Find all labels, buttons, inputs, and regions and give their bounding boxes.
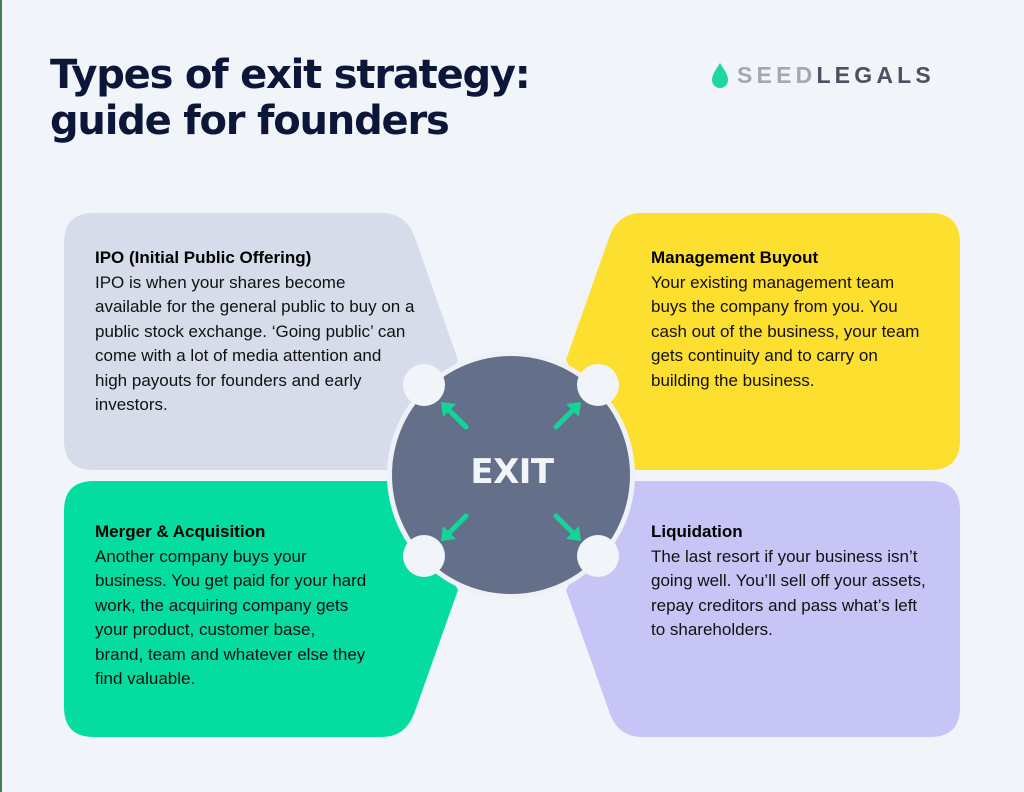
card-merger-acquisition-title: Merger & Acquisition — [95, 522, 266, 541]
card-management-buyout-body: Your existing management team buys the c… — [651, 272, 920, 390]
connector-dot-bottom-right — [577, 535, 619, 577]
card-liquidation-body: The last resort if your business isn’t g… — [651, 546, 926, 640]
panel-management-buyout — [566, 213, 960, 470]
card-ipo-body: IPO is when your shares become available… — [95, 272, 415, 415]
logo-wordmark: SEEDLEGALS — [737, 62, 935, 89]
card-liquidation-title: Liquidation — [651, 522, 743, 541]
page-title: Types of exit strategy: guide for founde… — [50, 52, 531, 144]
panel-ipo — [64, 213, 458, 470]
card-ipo-title: IPO (Initial Public Offering) — [95, 248, 312, 267]
connector-dot-bottom-left — [403, 535, 445, 577]
logo-seed-text: SEED — [737, 62, 817, 88]
card-management-buyout: Management Buyout Your existing manageme… — [651, 246, 933, 393]
card-liquidation: Liquidation The last resort if your busi… — [651, 520, 933, 643]
title-line-1: Types of exit strategy: — [50, 52, 531, 98]
card-ipo: IPO (Initial Public Offering) IPO is whe… — [95, 246, 415, 418]
exit-label: EXIT — [470, 452, 554, 492]
arrow-up-right-icon — [553, 402, 581, 430]
panel-liquidation — [566, 481, 960, 737]
arrow-down-left-icon — [441, 513, 469, 541]
card-merger-acquisition: Merger & Acquisition Another company buy… — [95, 520, 367, 692]
panel-merger-acquisition — [64, 481, 458, 737]
card-management-buyout-title: Management Buyout — [651, 248, 819, 267]
droplet-icon — [712, 63, 728, 88]
connector-dot-top-left — [403, 364, 445, 406]
logo-legals-text: LEGALS — [816, 62, 935, 88]
arrow-down-right-icon — [553, 513, 581, 541]
card-merger-acquisition-body: Another company buys your business. You … — [95, 546, 367, 689]
seedlegals-logo: SEEDLEGALS — [711, 62, 935, 89]
title-line-2: guide for founders — [50, 98, 450, 144]
left-edge-strip — [0, 0, 2, 792]
connector-dot-top-right — [577, 364, 619, 406]
arrow-up-left-icon — [441, 402, 469, 430]
